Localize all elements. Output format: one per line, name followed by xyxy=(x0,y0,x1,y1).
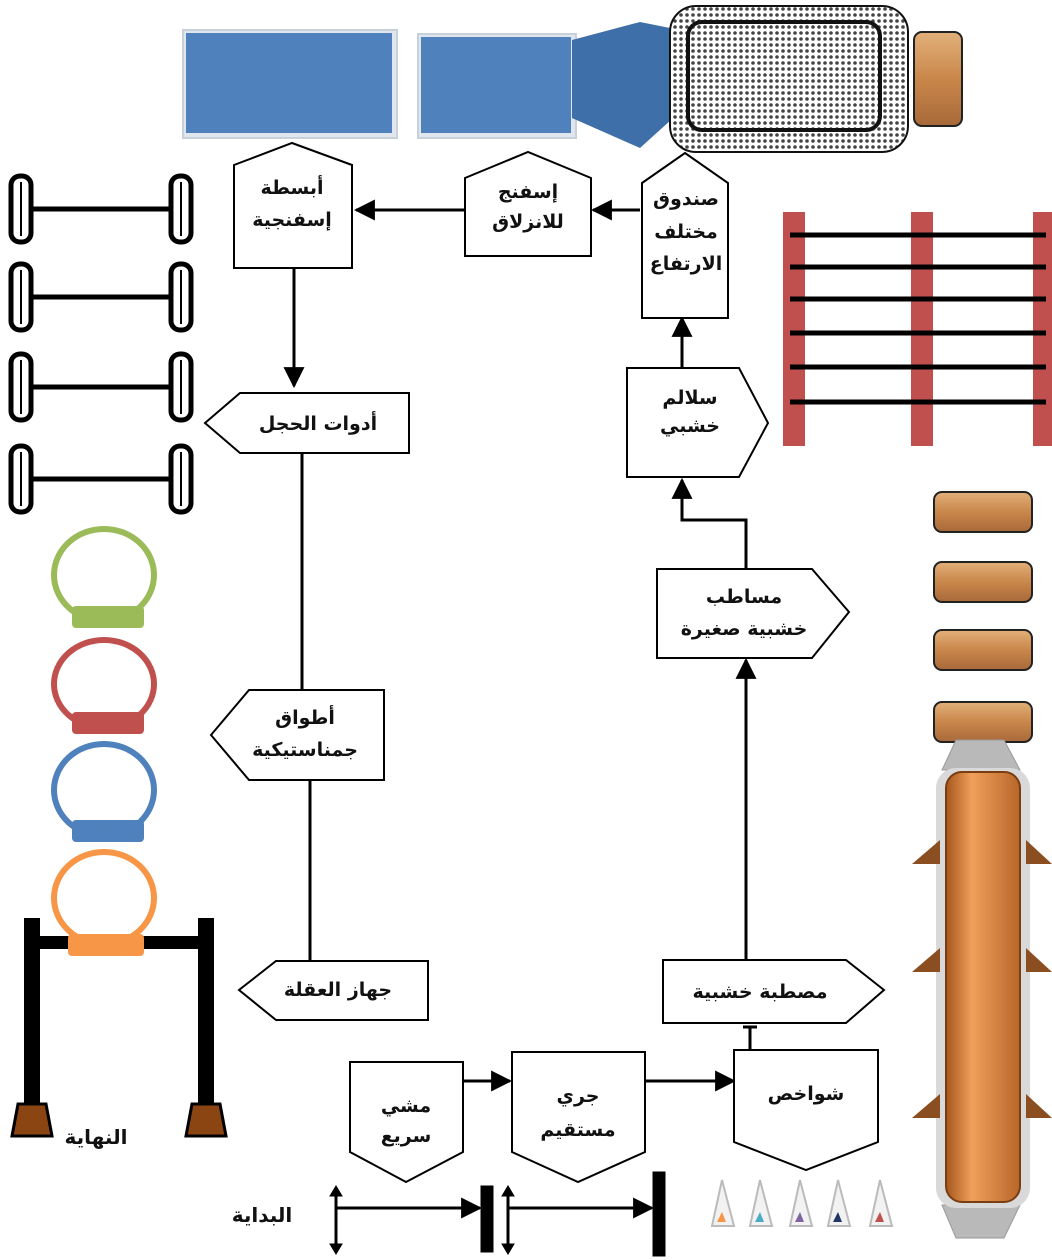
hoop-red xyxy=(51,637,157,734)
station-mats-shape xyxy=(233,141,353,269)
station-bar-label: جهاز العقلة xyxy=(284,979,392,1001)
cone xyxy=(868,1179,894,1227)
station-platforms-label-1: مساطب xyxy=(706,586,782,608)
start-line xyxy=(329,1171,666,1257)
station-run-label-1: جري xyxy=(557,1085,600,1108)
station-box-label-3: الارتفاع xyxy=(650,253,723,275)
cone xyxy=(826,1179,852,1227)
hurdle xyxy=(8,443,194,515)
cone xyxy=(710,1179,736,1227)
station-hoops-label-2: جمناستيكية xyxy=(252,739,358,761)
station-box-label-2: مختلف xyxy=(654,221,718,243)
station-slide-sponge-label-1: إسفنج xyxy=(498,181,558,203)
station-slide-sponge-label-2: للانزلاق xyxy=(492,211,564,233)
cone xyxy=(788,1179,814,1227)
station-ladder-label-2: خشبي xyxy=(660,415,720,437)
station-walk-label-1: مشي xyxy=(381,1095,431,1117)
gymnastic-hoops xyxy=(51,526,157,842)
wood-block-top xyxy=(913,31,963,127)
station-hurdles-shape xyxy=(203,392,410,454)
station-mats-label-2: إسفنجية xyxy=(252,209,332,231)
hoop-blue xyxy=(51,741,157,842)
station-walk-label-2: سريع xyxy=(381,1125,432,1147)
blue-mat-large xyxy=(182,29,398,139)
hurdle xyxy=(8,351,194,423)
hoop-green xyxy=(51,526,157,628)
end-label: النهاية xyxy=(65,1125,128,1149)
hoop-orange xyxy=(51,849,157,956)
hurdle xyxy=(8,173,194,245)
station-cones-shape xyxy=(733,1049,879,1172)
station-bench-shape xyxy=(662,959,886,1024)
sponge-slide xyxy=(572,22,682,148)
station-ladder-shape xyxy=(626,367,770,478)
station-run-label-2: مستقيم xyxy=(540,1119,615,1141)
station-walk-shape xyxy=(349,1061,464,1184)
wooden-platforms xyxy=(933,491,1033,743)
station-run-shape xyxy=(511,1051,646,1184)
flow-connectors xyxy=(283,199,757,1092)
station-mats-label-1: أبسطة xyxy=(260,175,323,199)
station-hurdles-label: أدوات الحجل xyxy=(259,411,377,435)
station-bench-label: مصطبة خشبية xyxy=(693,981,828,1003)
vaulting-box xyxy=(669,5,909,153)
blue-mat-small xyxy=(417,33,577,139)
start-label: البداية xyxy=(232,1203,293,1227)
station-cones-label: شواخص xyxy=(768,1083,845,1105)
hurdle xyxy=(8,261,194,333)
cone xyxy=(748,1179,774,1227)
station-platforms-label-2: خشبية صغيرة xyxy=(681,618,808,640)
station-ladder-label-1: سلالم xyxy=(662,387,717,409)
station-hoops-label-1: أطواق xyxy=(275,705,335,729)
horizontal-bar-apparatus xyxy=(10,849,228,1138)
station-slide-sponge-shape xyxy=(464,150,592,257)
station-bar-shape xyxy=(237,960,429,1021)
wooden-bench xyxy=(912,739,1052,1239)
station-box-shape xyxy=(641,151,729,319)
station-hoops-shape xyxy=(209,689,385,781)
station-box-label-1: صندوق xyxy=(653,188,719,210)
station-platforms-shape xyxy=(656,568,851,659)
wooden-ladder xyxy=(783,212,1052,446)
cones xyxy=(710,1179,894,1227)
hopping-hurdles xyxy=(8,173,194,515)
